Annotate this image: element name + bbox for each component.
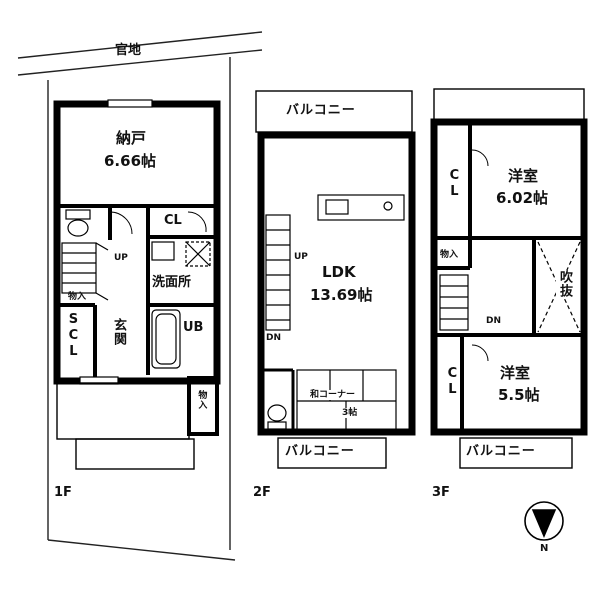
floor-2f-label: 2F (253, 485, 271, 500)
floor-3f-outer-wall (430, 118, 588, 436)
western-room-1-name: 洋室 (508, 167, 539, 185)
tatami-corner-label: 和コーナー (310, 390, 356, 401)
stairs-2f-dn-label: DN (266, 333, 282, 343)
floor-1f-porch (56, 376, 219, 470)
storage-3f-label: 物入 (440, 250, 459, 260)
western-room-2-name: 洋室 (500, 364, 531, 382)
bath-label: UB (183, 320, 204, 335)
road-label: 官地 (115, 43, 142, 58)
toilet-2f-icon (267, 404, 287, 430)
stairs-3f (439, 274, 469, 331)
balcony-2f-top-label: バルコニー (286, 103, 356, 119)
kitchen-counter (317, 194, 405, 221)
balcony-2f-bottom-label: バルコニー (285, 444, 355, 460)
floor-3f-plan (430, 88, 588, 469)
shoe-closet-label: SCL (65, 312, 81, 360)
closet-3f-lower-label: CL (444, 366, 460, 398)
entrance-label: 玄関 (110, 318, 126, 346)
floor-1f-plan (53, 99, 221, 470)
ldk-name: LDK (322, 263, 356, 281)
compass-icon (524, 501, 564, 541)
floor-1f-label: 1F (54, 485, 72, 500)
western-room-1-size: 6.02帖 (496, 189, 549, 207)
stairs-3f-dn-label: DN (486, 316, 502, 326)
balcony-3f-bottom-outline (459, 437, 573, 469)
closet-1f-label: CL (164, 213, 182, 228)
balcony-3f-bottom-label: バルコニー (466, 444, 536, 460)
washbasin-icon (151, 241, 175, 261)
bathtub-icon (151, 309, 181, 369)
ldk-size: 13.69帖 (310, 286, 373, 304)
site-boundary (17, 31, 263, 561)
toilet-1f-icon (65, 209, 91, 237)
balcony-2f-bottom-outline (277, 437, 387, 469)
storage-room-size: 6.66帖 (104, 152, 157, 170)
western-room-2-size: 5.5帖 (498, 386, 540, 404)
floor-3f-label: 3F (432, 485, 450, 500)
stairs-1f (61, 242, 109, 301)
floor-2f-plan (255, 90, 416, 469)
closet-3f-upper-label: CL (446, 168, 462, 200)
tatami-corner (296, 369, 397, 433)
stairs-2f (265, 214, 291, 331)
void-label: 吹抜 (556, 270, 572, 298)
compass-north-label: N (540, 543, 549, 554)
storage-small-1f-label: 物入 (68, 292, 87, 302)
stairs-1f-up-label: UP (114, 253, 128, 263)
floor-2f-outer-wall (257, 131, 416, 436)
tatami-corner-size: 3帖 (342, 408, 358, 419)
balcony-3f-top-outline (433, 88, 585, 123)
storage-small-1f-b-label: 物入 (196, 390, 207, 410)
washroom-label: 洗面所 (152, 275, 192, 290)
stairs-2f-up-label: UP (294, 252, 308, 262)
storage-room-name: 納戸 (116, 129, 147, 147)
